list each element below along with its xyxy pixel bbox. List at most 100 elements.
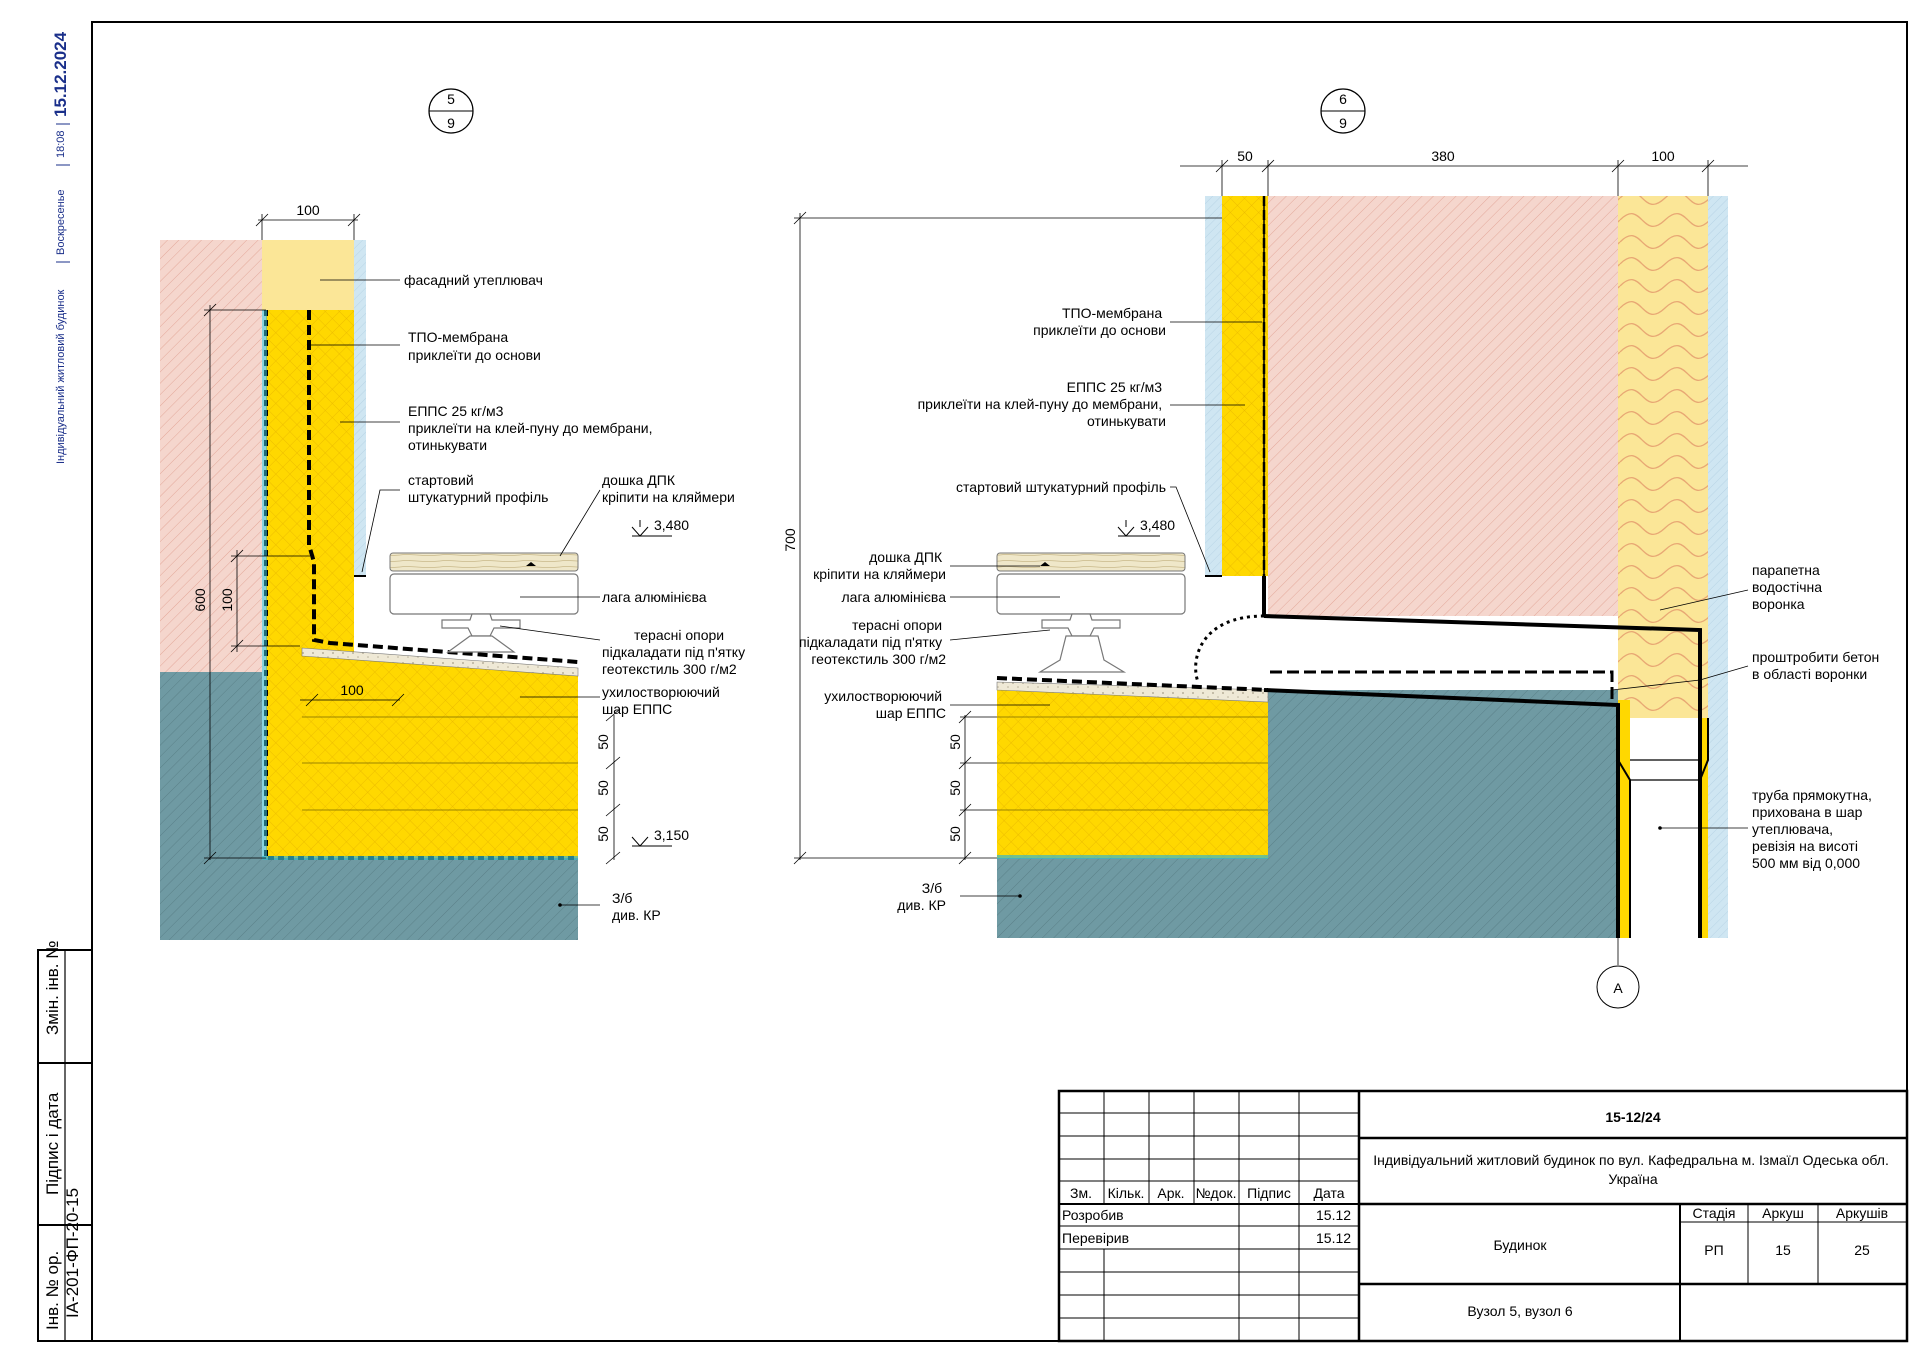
dim-6-w2: 380 bbox=[1431, 148, 1455, 164]
stamp-zmin: Змін. інв. № bbox=[43, 941, 62, 1035]
leaders-5 bbox=[310, 279, 601, 906]
side-project-text: Індивідуальний житловий будинок bbox=[55, 289, 67, 464]
brick-wall bbox=[160, 240, 262, 672]
dim-5-layer3: 50 bbox=[595, 826, 611, 842]
facade-insulation bbox=[262, 240, 354, 310]
tb-project: Індивідуальний житловий будинок по вул. … bbox=[1373, 1152, 1893, 1187]
tb-developed-date: 15.12 bbox=[1316, 1207, 1351, 1223]
tb-sheets-header: Аркушів bbox=[1836, 1205, 1888, 1221]
label-6-support: терасні опори підкаладати під п'ятку гео… bbox=[799, 617, 946, 667]
leaders-6 bbox=[949, 321, 1749, 897]
tb-header-zm: Зм. bbox=[1070, 1185, 1092, 1201]
joist-6 bbox=[996, 573, 1186, 615]
dim-6-w3: 100 bbox=[1651, 148, 1675, 164]
label-6-profile: стартовий штукатурний профіль bbox=[956, 479, 1166, 495]
label-6-pipe: труба прямокутна, прихована в шар утеплю… bbox=[1752, 787, 1876, 871]
stamp-inv-or: Інв. № ор. bbox=[43, 1251, 62, 1330]
side-date-text: 15.12.2024 bbox=[51, 31, 70, 117]
dim-6-layer2: 50 bbox=[947, 780, 963, 796]
title-block: Зм. Кільк. Арк. №док. Підпис Дата Розроб… bbox=[1057, 1089, 1909, 1343]
tb-header-data: Дата bbox=[1313, 1185, 1344, 1201]
label-5-joist: лага алюмінієва bbox=[602, 589, 707, 605]
left-stamp: Змін. інв. № Підпис і дата Інв. № ор. IA… bbox=[37, 941, 93, 1342]
label-6-joist: лага алюмінієва bbox=[841, 589, 946, 605]
tb-developed-label: Розробив bbox=[1062, 1207, 1124, 1223]
side-day-text: Воскресенье bbox=[55, 189, 67, 255]
side-time-text: 18:08 bbox=[55, 130, 67, 158]
dim-6-layer1: 50 bbox=[947, 734, 963, 750]
label-5-profile: стартовий штукатурний профіль bbox=[408, 472, 548, 505]
dim-5-height-total: 600 bbox=[192, 588, 208, 612]
dim-5-width-top: 100 bbox=[296, 202, 320, 218]
concrete-slab bbox=[160, 672, 578, 940]
tb-header-ndok: №док. bbox=[1196, 1185, 1237, 1201]
deck-board-6 bbox=[996, 552, 1186, 572]
tb-stage-header: Стадія bbox=[1692, 1205, 1735, 1221]
callout-5-top: 5 bbox=[447, 91, 455, 107]
dim-5-width-bottom: 100 bbox=[340, 682, 364, 698]
tb-stage: РП bbox=[1704, 1242, 1723, 1258]
label-6-funnel: парапетна водостічна воронка bbox=[1752, 562, 1826, 612]
dimensions-5 bbox=[203, 213, 621, 865]
terrace-support-6 bbox=[996, 552, 1186, 673]
joist-5 bbox=[389, 573, 579, 615]
terrace-support-5 bbox=[389, 552, 579, 653]
dim-6-w1: 50 bbox=[1237, 148, 1253, 164]
level-mark-5-lower bbox=[631, 836, 672, 847]
label-5-slope: ухилостворюючий шар ЕППС bbox=[602, 684, 724, 717]
level-6-upper: 3,480 bbox=[1140, 517, 1175, 533]
tb-building: Будинок bbox=[1493, 1237, 1547, 1253]
label-6-epps: ЕППС 25 кг/м3 приклеїти на клей-пуну до … bbox=[918, 379, 1166, 429]
label-6-tpo: ТПО-мембрана приклеїти до основи bbox=[1033, 305, 1166, 338]
stamp-pidpys: Підпис і дата bbox=[43, 1092, 62, 1195]
dim-5-layer2: 50 bbox=[595, 780, 611, 796]
tb-doc-code: 15-12/24 bbox=[1605, 1109, 1660, 1125]
tb-sheet: 15 bbox=[1775, 1242, 1791, 1258]
sheet-frame bbox=[91, 21, 1908, 1342]
tb-header-kilk: Кільк. bbox=[1108, 1185, 1145, 1201]
plaster-layer bbox=[354, 240, 366, 576]
label-6-concrete: З/б див. КР bbox=[897, 880, 946, 913]
epps-slope-6 bbox=[997, 690, 1268, 858]
label-6-slope: ухилостворюючий шар ЕППС bbox=[824, 688, 946, 721]
label-5-epps: ЕППС 25 кг/м3 приклеїти на клей-пуну до … bbox=[408, 403, 656, 453]
tb-sheet-title: Вузол 5, вузол 6 bbox=[1467, 1303, 1572, 1319]
axis-a-label: А bbox=[1613, 980, 1623, 996]
geotextile bbox=[301, 647, 579, 677]
tpo-membrane-5 bbox=[307, 310, 579, 664]
deck-board-5 bbox=[389, 552, 579, 572]
label-5-board: дошка ДПК кріпити на кляймери bbox=[602, 472, 735, 505]
render-left bbox=[1205, 196, 1222, 576]
label-5-tpo: ТПО-мембрана приклеїти до основи bbox=[408, 329, 541, 363]
label-6-board: дошка ДПК кріпити на кляймери bbox=[813, 549, 946, 582]
level-mark-6-upper bbox=[1117, 520, 1160, 537]
stamp-inv-code: IA-201-ФП-20-15 bbox=[63, 1188, 82, 1318]
label-5-facade: фасадний утеплювач bbox=[404, 272, 543, 288]
dim-5-layer1: 50 bbox=[595, 734, 611, 750]
level-5-lower: 3,150 bbox=[654, 827, 689, 843]
tb-checked-label: Перевірив bbox=[1062, 1230, 1129, 1246]
dim-6-layer3: 50 bbox=[947, 826, 963, 842]
funnel-outline bbox=[996, 196, 1709, 938]
level-mark-5-upper bbox=[631, 520, 672, 537]
label-5-support: терасні опори підкаладати під п'ятку гео… bbox=[602, 627, 749, 677]
tb-checked-date: 15.12 bbox=[1316, 1230, 1351, 1246]
detail-5: 5 9 bbox=[160, 88, 749, 940]
dim-6-height-total: 700 bbox=[782, 528, 798, 552]
brick-parapet bbox=[1268, 196, 1618, 628]
epps-slope-layer bbox=[302, 655, 578, 858]
callout-5-bottom: 9 bbox=[447, 115, 455, 131]
label-5-concrete: З/б див. КР bbox=[612, 890, 661, 923]
label-6-drill: проштробити бетон в області воронки bbox=[1752, 649, 1883, 682]
dimensions-6 bbox=[793, 159, 1748, 865]
callout-6-top: 6 bbox=[1339, 91, 1347, 107]
callout-6-bottom: 9 bbox=[1339, 115, 1347, 131]
side-project-label: Індивідуальний житловий будинок bbox=[55, 289, 67, 464]
render-right bbox=[1708, 196, 1728, 938]
level-5-upper: 3,480 bbox=[654, 517, 689, 533]
tb-sheet-header: Аркуш bbox=[1762, 1205, 1804, 1221]
axis-a-circle bbox=[1596, 965, 1640, 1009]
concrete-slab-6 bbox=[997, 690, 1618, 938]
tb-sheets: 25 bbox=[1854, 1242, 1870, 1258]
